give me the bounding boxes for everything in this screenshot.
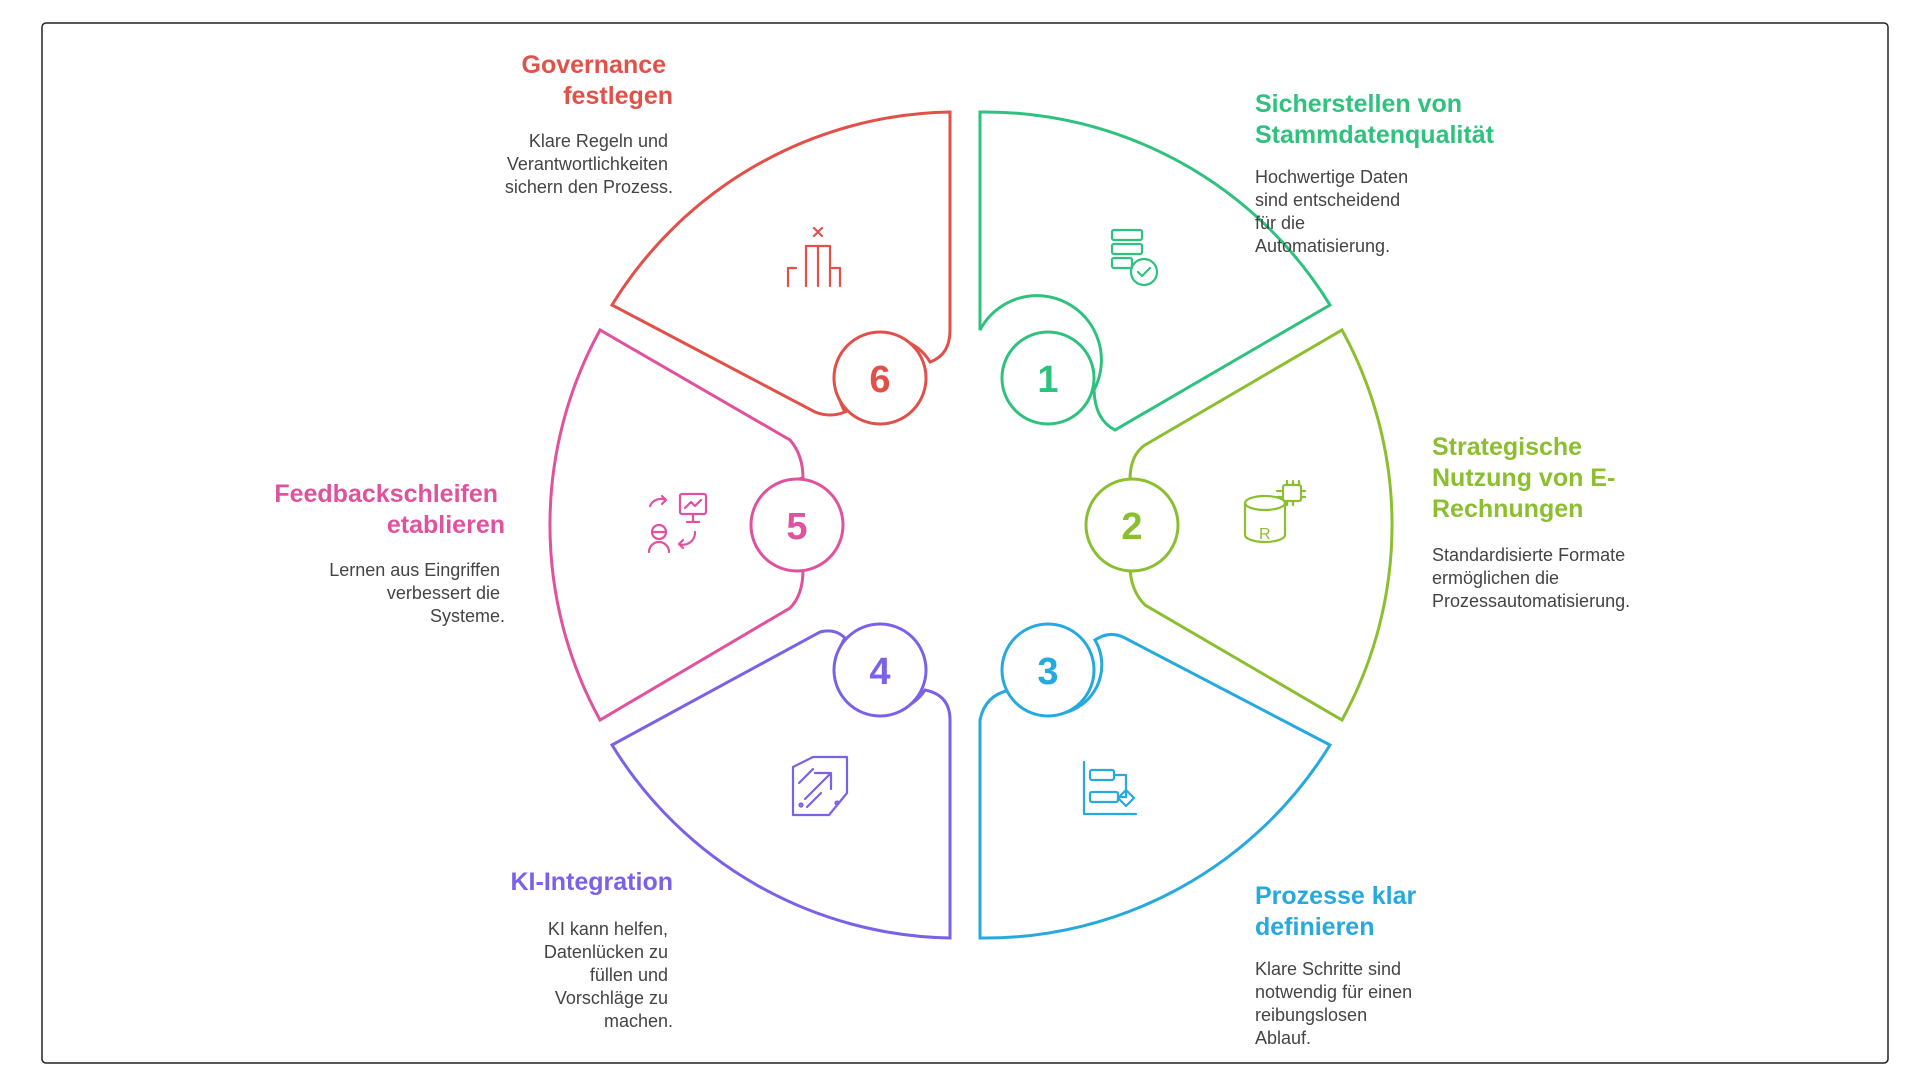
segment-2: 2 R Strategische Nutzung von E- Rechnung…	[1084, 327, 1630, 723]
segment-1-outline	[978, 110, 1333, 432]
segment-6-number: 6	[869, 359, 890, 401]
segment-6-number-circle	[832, 330, 928, 426]
segment-1-number: 1	[1037, 359, 1058, 401]
segment-4: 4 KI-Integration KI kann helfen, Datenlü…	[511, 622, 952, 1031]
segment-3-title: Prozesse klar definieren	[1255, 882, 1423, 941]
segment-4-number: 4	[869, 651, 890, 693]
segment-3-number: 3	[1037, 651, 1058, 693]
segment-1: 1 Sicherstellen von Stammdatenqualität H…	[978, 90, 1495, 432]
segment-3-description: Klare Schritte sind notwendig für einen …	[1255, 959, 1417, 1048]
segment-6: 6 Governance festlegen Klare Regeln und …	[505, 51, 952, 426]
ai-arrow-icon	[791, 755, 849, 817]
segment-6-title: Governance festlegen	[522, 51, 673, 110]
segment-1-description: Hochwertige Daten sind entscheidend für …	[1255, 167, 1413, 256]
segment-1-title: Sicherstellen von Stammdatenqualität	[1255, 90, 1495, 149]
segment-4-title: KI-Integration	[511, 868, 674, 896]
segment-4-number-circle	[832, 622, 928, 718]
segment-2-number: 2	[1121, 506, 1142, 548]
segment-5-number-circle	[749, 477, 845, 573]
segment-3-number-circle	[1000, 622, 1096, 718]
segment-5-number: 5	[786, 506, 807, 548]
segment-4-description: KI kann helfen, Datenlücken zu füllen un…	[544, 919, 673, 1031]
segment-2-description: Standardisierte Formate ermöglichen die …	[1432, 545, 1630, 611]
database-r-icon: R	[1243, 479, 1307, 544]
governance-pillars-icon	[786, 226, 842, 288]
database-check-icon	[1110, 228, 1159, 287]
segment-1-number-circle	[1000, 330, 1096, 426]
segment-2-number-circle	[1084, 477, 1180, 573]
segment-5: 5 Feedbackschleifen etablieren Lernen au…	[274, 327, 845, 723]
process-flow-icon	[1082, 760, 1138, 816]
segment-2-title: Strategische Nutzung von E- Rechnungen	[1432, 433, 1622, 523]
diagram-border	[41, 22, 1889, 1064]
database-r-letter: R	[1259, 526, 1271, 543]
segment-3: 3 Prozesse klar definieren Klare Schritt…	[978, 622, 1423, 1048]
feedback-loop-icon	[647, 492, 708, 554]
segment-5-title: Feedbackschleifen etablieren	[274, 480, 505, 539]
segment-5-description: Lernen aus Eingriffen verbessert die Sys…	[329, 560, 505, 626]
segment-6-description: Klare Regeln und Verantwortlichkeiten si…	[505, 131, 673, 197]
